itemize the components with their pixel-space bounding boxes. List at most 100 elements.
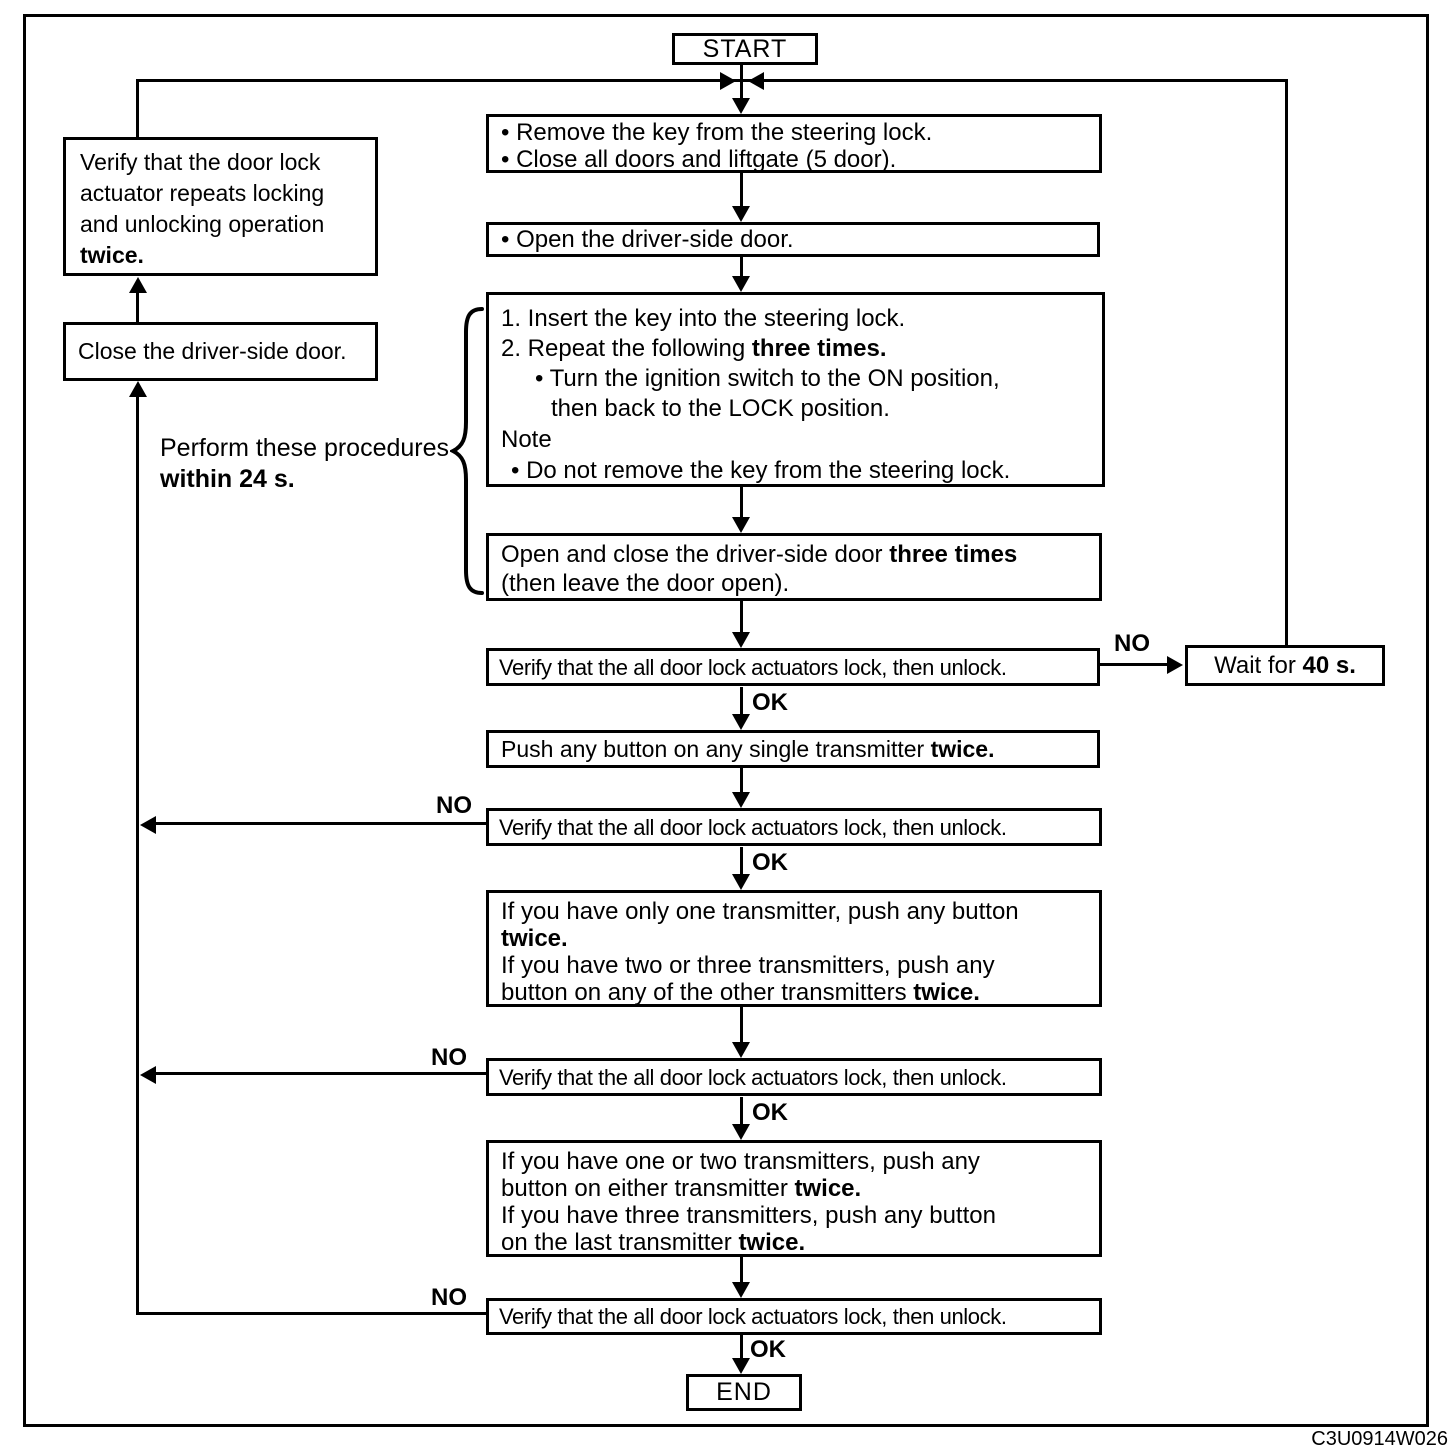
process-text: If you have three transmitters, push any… [501,1202,996,1229]
flow-line [740,768,743,793]
process-text: button on any of the other transmitters … [501,979,1087,1006]
process-text-bold: twice. [794,1175,862,1202]
arrowhead-right-icon [720,72,736,90]
flow-line [740,1097,743,1125]
arrowhead-down-icon [732,1042,750,1058]
process-push-single: Push any button on any single transmitte… [486,730,1100,768]
no-label: NO [436,792,472,819]
process-text: Push any button on any single transmitte… [501,735,931,762]
arrowhead-down-icon [732,714,750,730]
process-text-bold: twice. [80,242,144,268]
process-wait-40s: Wait for 40 s. [1185,645,1385,686]
process-text-bold: twice. [913,979,980,1006]
flow-line [136,80,139,137]
flow-line [136,396,139,1315]
note-label: Note [501,426,552,453]
process-text: Verify that the door lock [80,149,321,175]
decision-verify-lock-4: Verify that the all door lock actuators … [486,1298,1102,1335]
process-text: • Open the driver-side door. [501,226,794,253]
process-text-bold: twice. [80,240,361,271]
flow-line [740,487,743,518]
ok-label: OK [750,1336,786,1363]
flow-line [1100,663,1170,666]
flow-line [740,173,743,207]
arrowhead-down-icon [732,276,750,292]
process-text-bold: twice. [738,1229,806,1256]
process-text: Open and close the driver-side door thre… [501,540,1087,569]
process-text-bold: twice. [930,735,995,762]
process-text: If you have one or two transmitters, pus… [501,1148,980,1175]
process-text: If you have two or three transmitters, p… [501,952,995,979]
arrowhead-left-icon [140,1066,156,1084]
decision-verify-lock-3: Verify that the all door lock actuators … [486,1058,1102,1096]
arrowhead-up-icon [129,381,147,397]
no-label: NO [1114,630,1150,657]
start-terminal: START [672,33,818,65]
arrowhead-right-icon [1167,656,1183,674]
arrowhead-down-icon [732,1358,750,1374]
arrowhead-down-icon [732,98,750,114]
process-text: • Do not remove the key from the steerin… [511,457,1011,484]
flow-line [155,822,486,825]
flow-line [740,601,743,633]
arrowhead-left-icon [748,72,764,90]
process-verify-repeat: Verify that the door lock actuator repea… [63,137,378,276]
ok-label: OK [752,689,788,716]
arrowhead-down-icon [732,206,750,222]
arrowhead-down-icon [732,517,750,533]
process-text: on the last transmitter [501,1229,739,1256]
process-text: 1. Insert the key into the steering lock… [501,305,906,332]
process-text: • Remove the key from the steering lock. [501,119,933,146]
process-door-three-times: Open and close the driver-side door thre… [486,533,1102,601]
flow-line [740,687,743,715]
decision-text: Verify that the all door lock actuators … [499,1064,1007,1090]
decision-text: Verify that the all door lock actuators … [499,814,1007,840]
process-text: Close the driver-side door. [78,338,347,364]
ok-label: OK [752,1099,788,1126]
flow-line [155,1072,486,1075]
process-text: If you have only one transmitter, push a… [501,898,1019,925]
process-text: Open and close the driver-side door [501,541,890,568]
process-text: then back to the LOCK position. [551,395,890,422]
process-remove-key: • Remove the key from the steering lock.… [486,114,1102,173]
flow-line [740,847,743,875]
arrowhead-left-icon [140,816,156,834]
process-text: Wait for [1214,651,1303,679]
end-label: END [716,1378,772,1406]
process-text: button on either transmitter twice. [501,1175,1087,1202]
process-text: Push any button on any single transmitte… [501,736,995,763]
arrowhead-down-icon [732,1282,750,1298]
process-text-bold: twice. [501,925,1087,952]
decision-text: Verify that the all door lock actuators … [499,654,1007,680]
process-text: • Turn the ignition switch to the ON pos… [535,365,1000,392]
side-note-text: Perform these procedures [160,434,450,462]
process-text: Wait for 40 s. [1214,652,1356,680]
process-close-door: Close the driver-side door. [63,322,378,381]
end-terminal: END [686,1374,802,1411]
arrowhead-up-icon [129,277,147,293]
process-text-bold: three times [889,541,1018,568]
flow-line [740,1257,743,1283]
process-open-door: • Open the driver-side door. [486,222,1100,257]
process-text: 2. Repeat the following [501,335,752,362]
figure-code: C3U0914W026 [1311,1428,1448,1450]
decision-text: Verify that the all door lock actuators … [499,1304,1007,1329]
process-multi-transmitter: If you have one or two transmitters, pus… [486,1140,1102,1257]
process-text: actuator repeats locking [80,180,325,206]
process-text: (then leave the door open). [501,570,790,597]
flow-line [740,1335,743,1359]
no-label: NO [431,1284,467,1311]
arrowhead-down-icon [732,874,750,890]
process-text-bold: twice. [501,925,568,952]
diagram-border [23,14,1429,1427]
start-label: START [702,34,788,63]
process-text: on the last transmitter twice. [501,1229,1087,1256]
process-text: 2. Repeat the following three times. [501,334,1090,364]
ok-label: OK [752,849,788,876]
decision-verify-lock-2: Verify that the all door lock actuators … [486,808,1102,846]
side-note-text-bold: within 24 s. [160,464,449,495]
flow-line [740,257,743,277]
brace-icon [450,307,484,595]
process-text: button on either transmitter [501,1175,795,1202]
